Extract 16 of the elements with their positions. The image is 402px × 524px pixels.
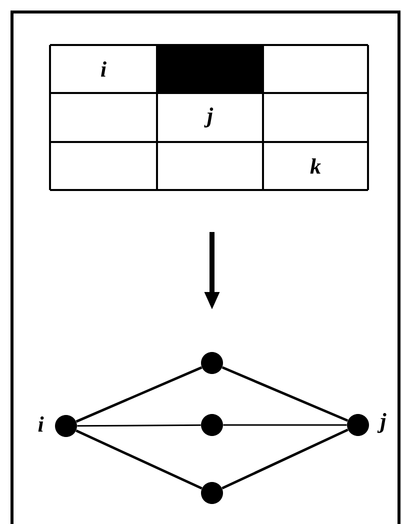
vertex-dot (201, 352, 223, 374)
cell-letter: i (101, 61, 106, 77)
graph-edge (77, 424, 201, 427)
vertex-dot (201, 482, 223, 504)
graph-edge (222, 428, 348, 490)
graph-edge (76, 430, 202, 490)
graph-edge (76, 366, 202, 423)
vertex-dot (347, 414, 369, 436)
graph-edge (223, 424, 347, 426)
cell-letter: k (310, 158, 321, 174)
vertex-label: j (377, 413, 386, 433)
cell-letter: j (204, 108, 214, 128)
vertex-dot (201, 414, 223, 436)
graph-edge (222, 366, 348, 422)
vertex-dot (55, 415, 77, 437)
vertex-label: i (38, 416, 44, 432)
